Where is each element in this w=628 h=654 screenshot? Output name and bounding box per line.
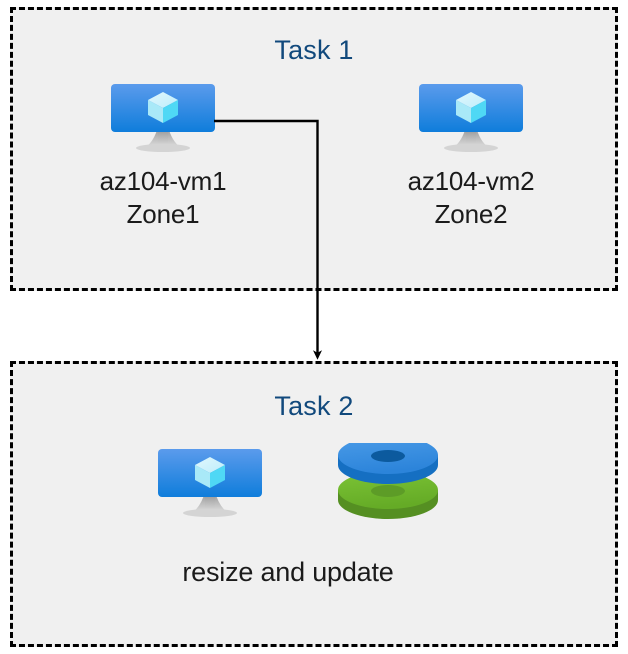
task-2-caption: resize and update bbox=[182, 557, 394, 587]
node-vm1[interactable]: az104-vm1 Zone1 bbox=[58, 83, 268, 231]
task-1-title: Task 1 bbox=[274, 35, 354, 65]
managed-disks-icon bbox=[338, 443, 438, 519]
virtual-machine-icon bbox=[158, 449, 262, 517]
node-disks[interactable] bbox=[336, 443, 440, 531]
node-vm3[interactable] bbox=[157, 448, 263, 530]
node-vm2-label: az104-vm2 Zone2 bbox=[407, 166, 535, 230]
task-2-container: Task 2 bbox=[10, 361, 618, 647]
node-vm1-label: az104-vm1 Zone1 bbox=[99, 166, 227, 230]
virtual-machine-icon bbox=[419, 84, 523, 152]
virtual-machine-icon bbox=[111, 84, 215, 152]
node-vm2[interactable]: az104-vm2 Zone2 bbox=[366, 83, 576, 231]
task-2-title: Task 2 bbox=[274, 391, 354, 421]
